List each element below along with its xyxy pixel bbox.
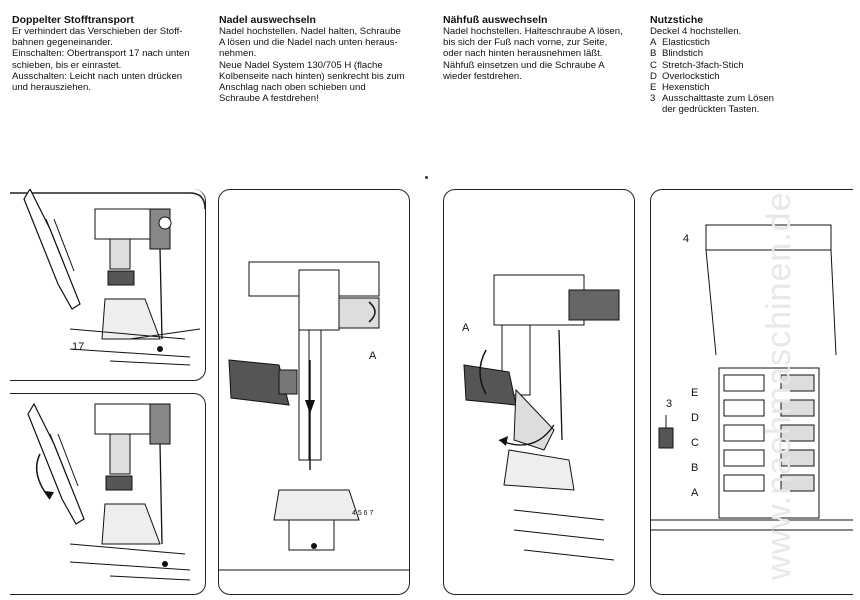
text-line: Nadel hochstellen. Halteschraube A lösen… (443, 26, 623, 37)
print-mark (425, 176, 428, 179)
stitch-key-label-c: C (691, 437, 699, 449)
stitch-key-label-e: E (691, 387, 699, 399)
text-line: Ausschalten: Leicht nach unten drücken (12, 70, 183, 82)
figure-presser-foot-change: A (443, 189, 635, 595)
text-line: schieben, bis er einrastet. (12, 59, 122, 71)
text-line: Nadel hochstellen. Nadel halten, Schraub… (219, 26, 401, 37)
screw-label-a: A (369, 350, 377, 362)
text-line: oder nach hinten herausnehmen läßt. (443, 48, 603, 60)
text-line: bahnen gegeneinander. (12, 37, 113, 49)
text-line: nehmen. (219, 48, 257, 60)
figure-dual-feed-engaged: 17 (10, 189, 206, 381)
part-label-17: 17 (72, 341, 85, 353)
section-title: Nadel auswechseln (219, 14, 316, 26)
section-title: Nähfuß auswechseln (443, 14, 548, 26)
text-line: Einschalten: Obertransport 17 nach unten (12, 48, 190, 60)
section-title: Doppelter Stofftransport (12, 14, 134, 26)
stitch-selector-illustration (651, 224, 853, 531)
text-line: Er verhindert das Verschieben der Stoff- (12, 26, 183, 37)
dual-feed-illustration (10, 189, 205, 366)
text-line: Neue Nadel System 130/705 H (flache (219, 59, 383, 71)
scale-marks: 4 5 6 7 (352, 510, 374, 517)
text-line: Nähfuß einsetzen und die Schraube A (443, 59, 605, 71)
stitch-key-label-d: D (691, 412, 699, 424)
text-line: und herausziehen. (12, 82, 91, 94)
presser-foot-illustration (463, 274, 620, 561)
cover-label-4: 4 (683, 233, 690, 245)
section-naehfuss-auswechseln: Nähfuß auswechseln Nadel hochstellen. Ha… (443, 14, 643, 82)
screw-label-a: A (462, 322, 470, 334)
section-nadel-auswechseln: Nadel auswechseln Nadel hochstellen. Nad… (219, 14, 419, 104)
needle-change-illustration (219, 261, 409, 571)
dual-feed-release-illustration (27, 402, 191, 581)
figure-dual-feed-release (10, 393, 206, 595)
text-line: A lösen und die Nadel nach unten heraus- (219, 37, 398, 49)
stitch-key-label-b: B (691, 462, 699, 474)
watermark: www.naehmaschinen.de (760, 191, 798, 580)
text-line: Anschlag nach oben schieben und (219, 82, 366, 94)
release-label-3: 3 (666, 398, 673, 410)
figure-needle-change: A 4 5 6 7 (218, 189, 410, 595)
text-line: Deckel 4 hochstellen. (650, 26, 742, 37)
section-doppelter-stofftransport: Doppelter Stofftransport Er verhindert d… (12, 14, 202, 93)
figure-stitch-selector: 4 3 E D C B A (650, 189, 853, 595)
list-item: der gedrückten Tasten. (662, 104, 760, 116)
stitch-key-label-a: A (691, 487, 699, 499)
section-title: Nutzstiche (650, 14, 704, 26)
text-line: Schraube A festdrehen! (219, 93, 319, 105)
text-line: bis sich der Fuß nach vorne, zur Seite, (443, 37, 608, 49)
text-line: wieder festdrehen. (443, 70, 522, 82)
text-line: Kolbenseite nach hinten) senkrecht bis z… (219, 70, 405, 82)
